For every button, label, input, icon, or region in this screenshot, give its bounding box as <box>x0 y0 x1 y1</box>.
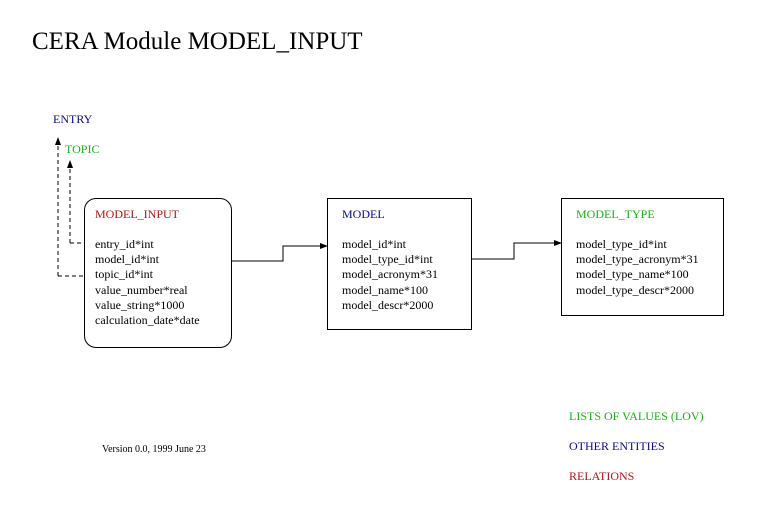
topic-ref-label: TOPIC <box>65 142 100 156</box>
attribute: calculation_date*date <box>95 313 200 328</box>
attribute: topic_id*int <box>95 267 153 282</box>
model-type-title: MODEL_TYPE <box>576 207 655 221</box>
attribute: model_type_id*int <box>342 252 433 267</box>
attribute: value_number*real <box>95 282 188 297</box>
attribute: entry_id*int <box>95 237 154 251</box>
topic-ref-connector <box>69 168 86 244</box>
model-fk-connector <box>232 245 320 262</box>
model-entity-box: MODEL model_id*int model_type_id*int mod… <box>327 198 472 330</box>
attribute: model_id*int <box>95 252 159 267</box>
attribute: value_string*1000 <box>95 297 185 312</box>
diagram-title: CERA Module MODEL_INPUT <box>32 28 363 55</box>
model-attributes: model_id*int model_type_id*int model_acr… <box>342 237 438 313</box>
attribute: model_type_acronym*31 <box>576 252 699 267</box>
model-arrowhead <box>320 243 328 249</box>
legend-relations: RELATIONS <box>569 469 635 483</box>
model-type-fk-connector <box>472 242 554 260</box>
entry-ref-connector <box>57 145 86 277</box>
topic-arrowhead <box>67 160 73 168</box>
legend-other-entities: OTHER ENTITIES <box>569 439 665 453</box>
attribute: model_id*int <box>342 237 406 251</box>
version-note: Version 0.0, 1999 June 23 <box>102 444 206 455</box>
model-title: MODEL <box>342 207 385 221</box>
model-input-title: MODEL_INPUT <box>95 207 179 221</box>
attribute: model_acronym*31 <box>342 267 438 282</box>
model-type-arrowhead <box>554 240 562 246</box>
attribute: model_type_name*100 <box>576 267 689 282</box>
attribute: model_descr*2000 <box>342 297 434 312</box>
model-type-attributes: model_type_id*int model_type_acronym*31 … <box>576 237 699 298</box>
model-input-relation-box: MODEL_INPUT entry_id*int model_id*int to… <box>84 198 232 348</box>
legend-lov: LISTS OF VALUES (LOV) <box>569 409 704 423</box>
attribute: model_name*100 <box>342 282 428 297</box>
attribute: model_type_descr*2000 <box>576 282 694 297</box>
entry-arrowhead <box>55 137 61 145</box>
model-type-lov-box: MODEL_TYPE model_type_id*int model_type_… <box>561 198 724 316</box>
entry-ref-label: ENTRY <box>53 112 93 126</box>
model-input-attributes: entry_id*int model_id*int topic_id*int v… <box>95 237 200 328</box>
attribute: model_type_id*int <box>576 237 667 251</box>
